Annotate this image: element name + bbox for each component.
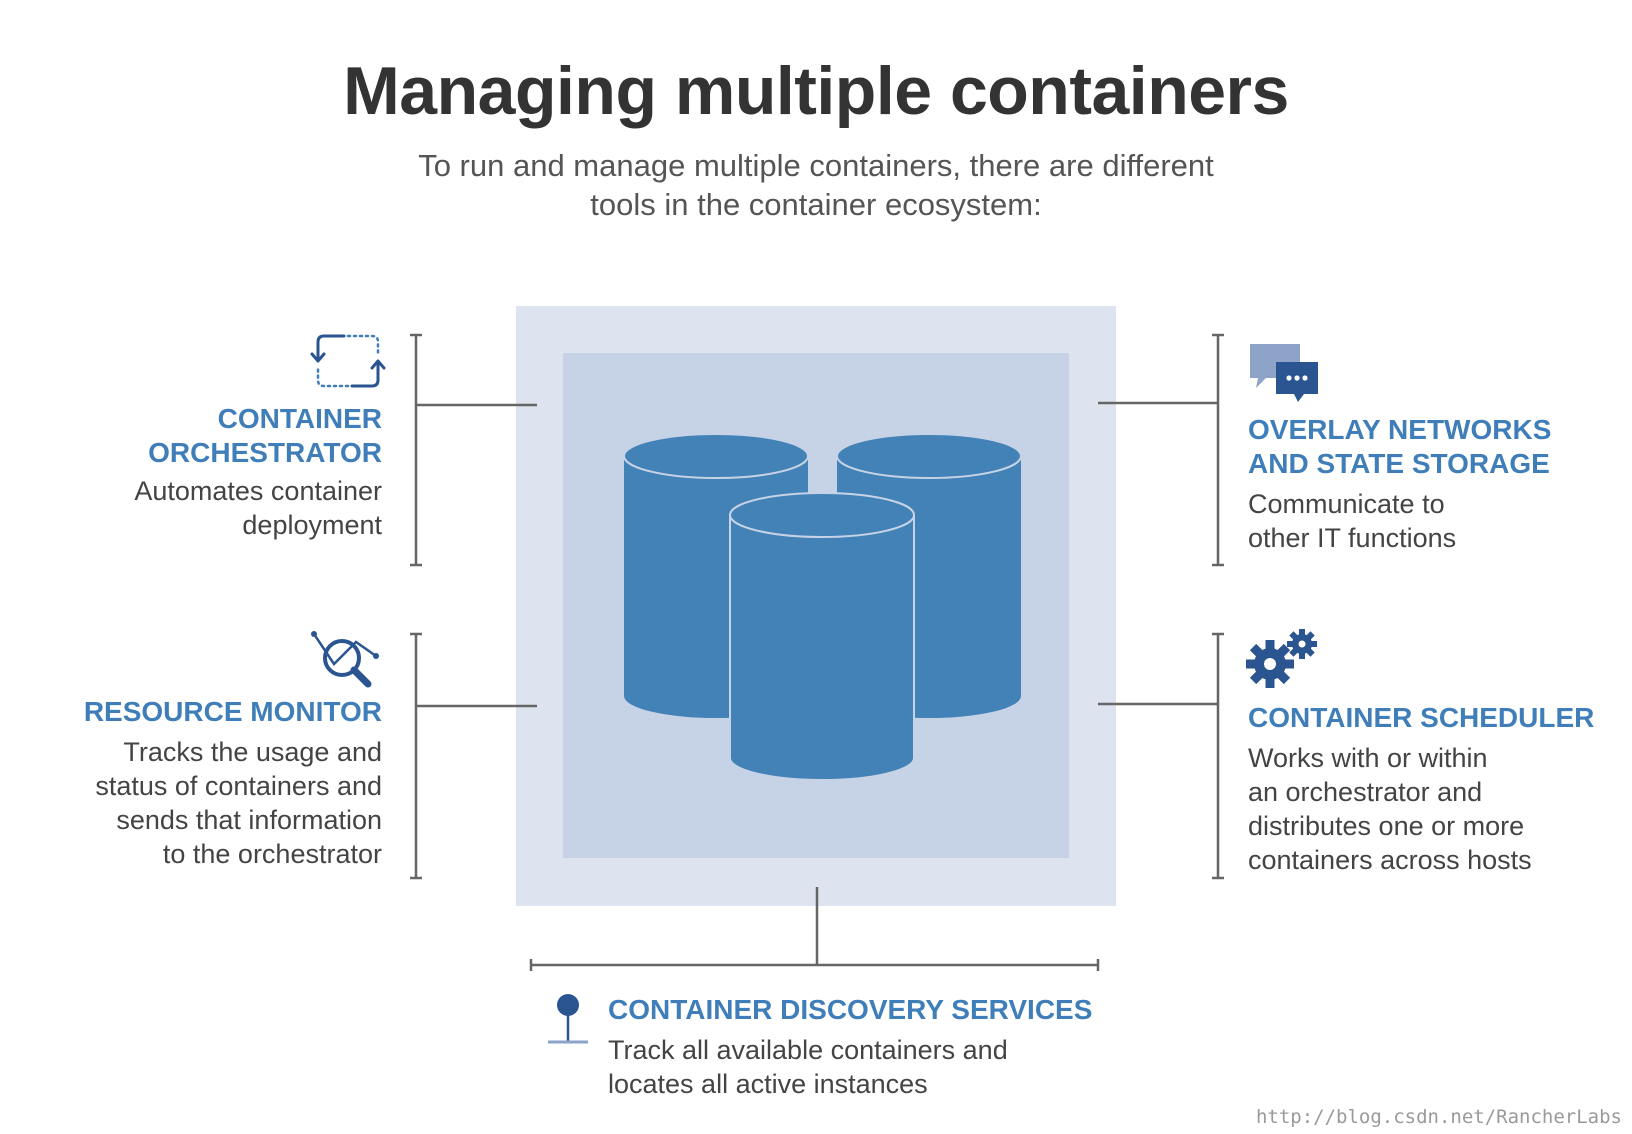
subtitle-line-1: To run and manage multiple containers, t…: [418, 148, 1214, 183]
subtitle-line-2: tools in the container ecosystem:: [590, 187, 1042, 222]
map-pin-icon: [546, 992, 590, 1048]
overlay-description: Communicate to other IT functions: [1248, 487, 1618, 555]
monitor-desc-line-2: status of containers and: [95, 771, 382, 801]
orchestrator-heading-line-2: ORCHESTRATOR: [148, 437, 382, 468]
connector-discovery: [529, 887, 1100, 971]
discovery-block: CONTAINER DISCOVERY SERVICES Track all a…: [608, 993, 1168, 1101]
orchestrator-desc-line-1: Automates container: [134, 476, 382, 506]
monitor-desc-line-3: sends that information: [116, 805, 382, 835]
overlay-block: OVERLAY NETWORKS AND STATE STORAGE Commu…: [1248, 413, 1618, 555]
refresh-cycle-icon: [310, 330, 386, 392]
overlay-heading: OVERLAY NETWORKS AND STATE STORAGE: [1248, 413, 1618, 481]
page-title: Managing multiple containers: [343, 53, 1289, 129]
page-subtitle: To run and manage multiple containers, t…: [0, 146, 1632, 224]
connector-monitor: [410, 632, 537, 880]
overlay-heading-line-2: AND STATE STORAGE: [1248, 448, 1550, 479]
monitor-desc-line-4: to the orchestrator: [162, 839, 382, 869]
discovery-desc-line-1: Track all available containers and: [608, 1035, 1008, 1065]
discovery-description: Track all available containers and locat…: [608, 1033, 1168, 1101]
connector-orchestrator: [410, 333, 537, 567]
scheduler-block: CONTAINER SCHEDULER Works with or within…: [1248, 701, 1628, 877]
scheduler-heading: CONTAINER SCHEDULER: [1248, 702, 1595, 733]
monitor-description: Tracks the usage and status of container…: [0, 735, 382, 871]
orchestrator-heading-line-1: CONTAINER: [217, 403, 382, 434]
monitor-desc-line-1: Tracks the usage and: [123, 737, 382, 767]
chat-bubbles-icon: [1248, 342, 1320, 404]
connector-overlay: [1098, 333, 1224, 567]
orchestrator-description: Automates container deployment: [22, 474, 382, 542]
scheduler-desc-line-4: containers across hosts: [1248, 845, 1532, 875]
scheduler-desc-line-1: Works with or within: [1248, 743, 1488, 773]
scheduler-desc-line-2: an orchestrator and: [1248, 777, 1483, 807]
orchestrator-desc-line-2: deployment: [242, 510, 382, 540]
overlay-heading-line-1: OVERLAY NETWORKS: [1248, 414, 1552, 445]
gears-icon: [1246, 628, 1322, 690]
discovery-heading: CONTAINER DISCOVERY SERVICES: [608, 994, 1093, 1025]
watermark-url: http://blog.csdn.net/RancherLabs: [1255, 1106, 1622, 1128]
overlay-desc-line-1: Communicate to: [1248, 489, 1445, 519]
discovery-desc-line-2: locates all active instances: [608, 1069, 928, 1099]
container-cylinder-front: [729, 492, 915, 781]
scheduler-description: Works with or within an orchestrator and…: [1248, 741, 1628, 877]
overlay-desc-line-2: other IT functions: [1248, 523, 1457, 553]
monitor-heading: RESOURCE MONITOR: [83, 696, 382, 727]
scheduler-desc-line-3: distributes one or more: [1248, 811, 1525, 841]
orchestrator-heading: CONTAINER ORCHESTRATOR: [22, 402, 382, 470]
monitor-block: RESOURCE MONITOR Tracks the usage and st…: [0, 695, 382, 871]
orchestrator-block: CONTAINER ORCHESTRATOR Automates contain…: [22, 402, 382, 542]
connector-scheduler: [1098, 632, 1224, 880]
magnifier-chart-icon: [310, 630, 386, 692]
